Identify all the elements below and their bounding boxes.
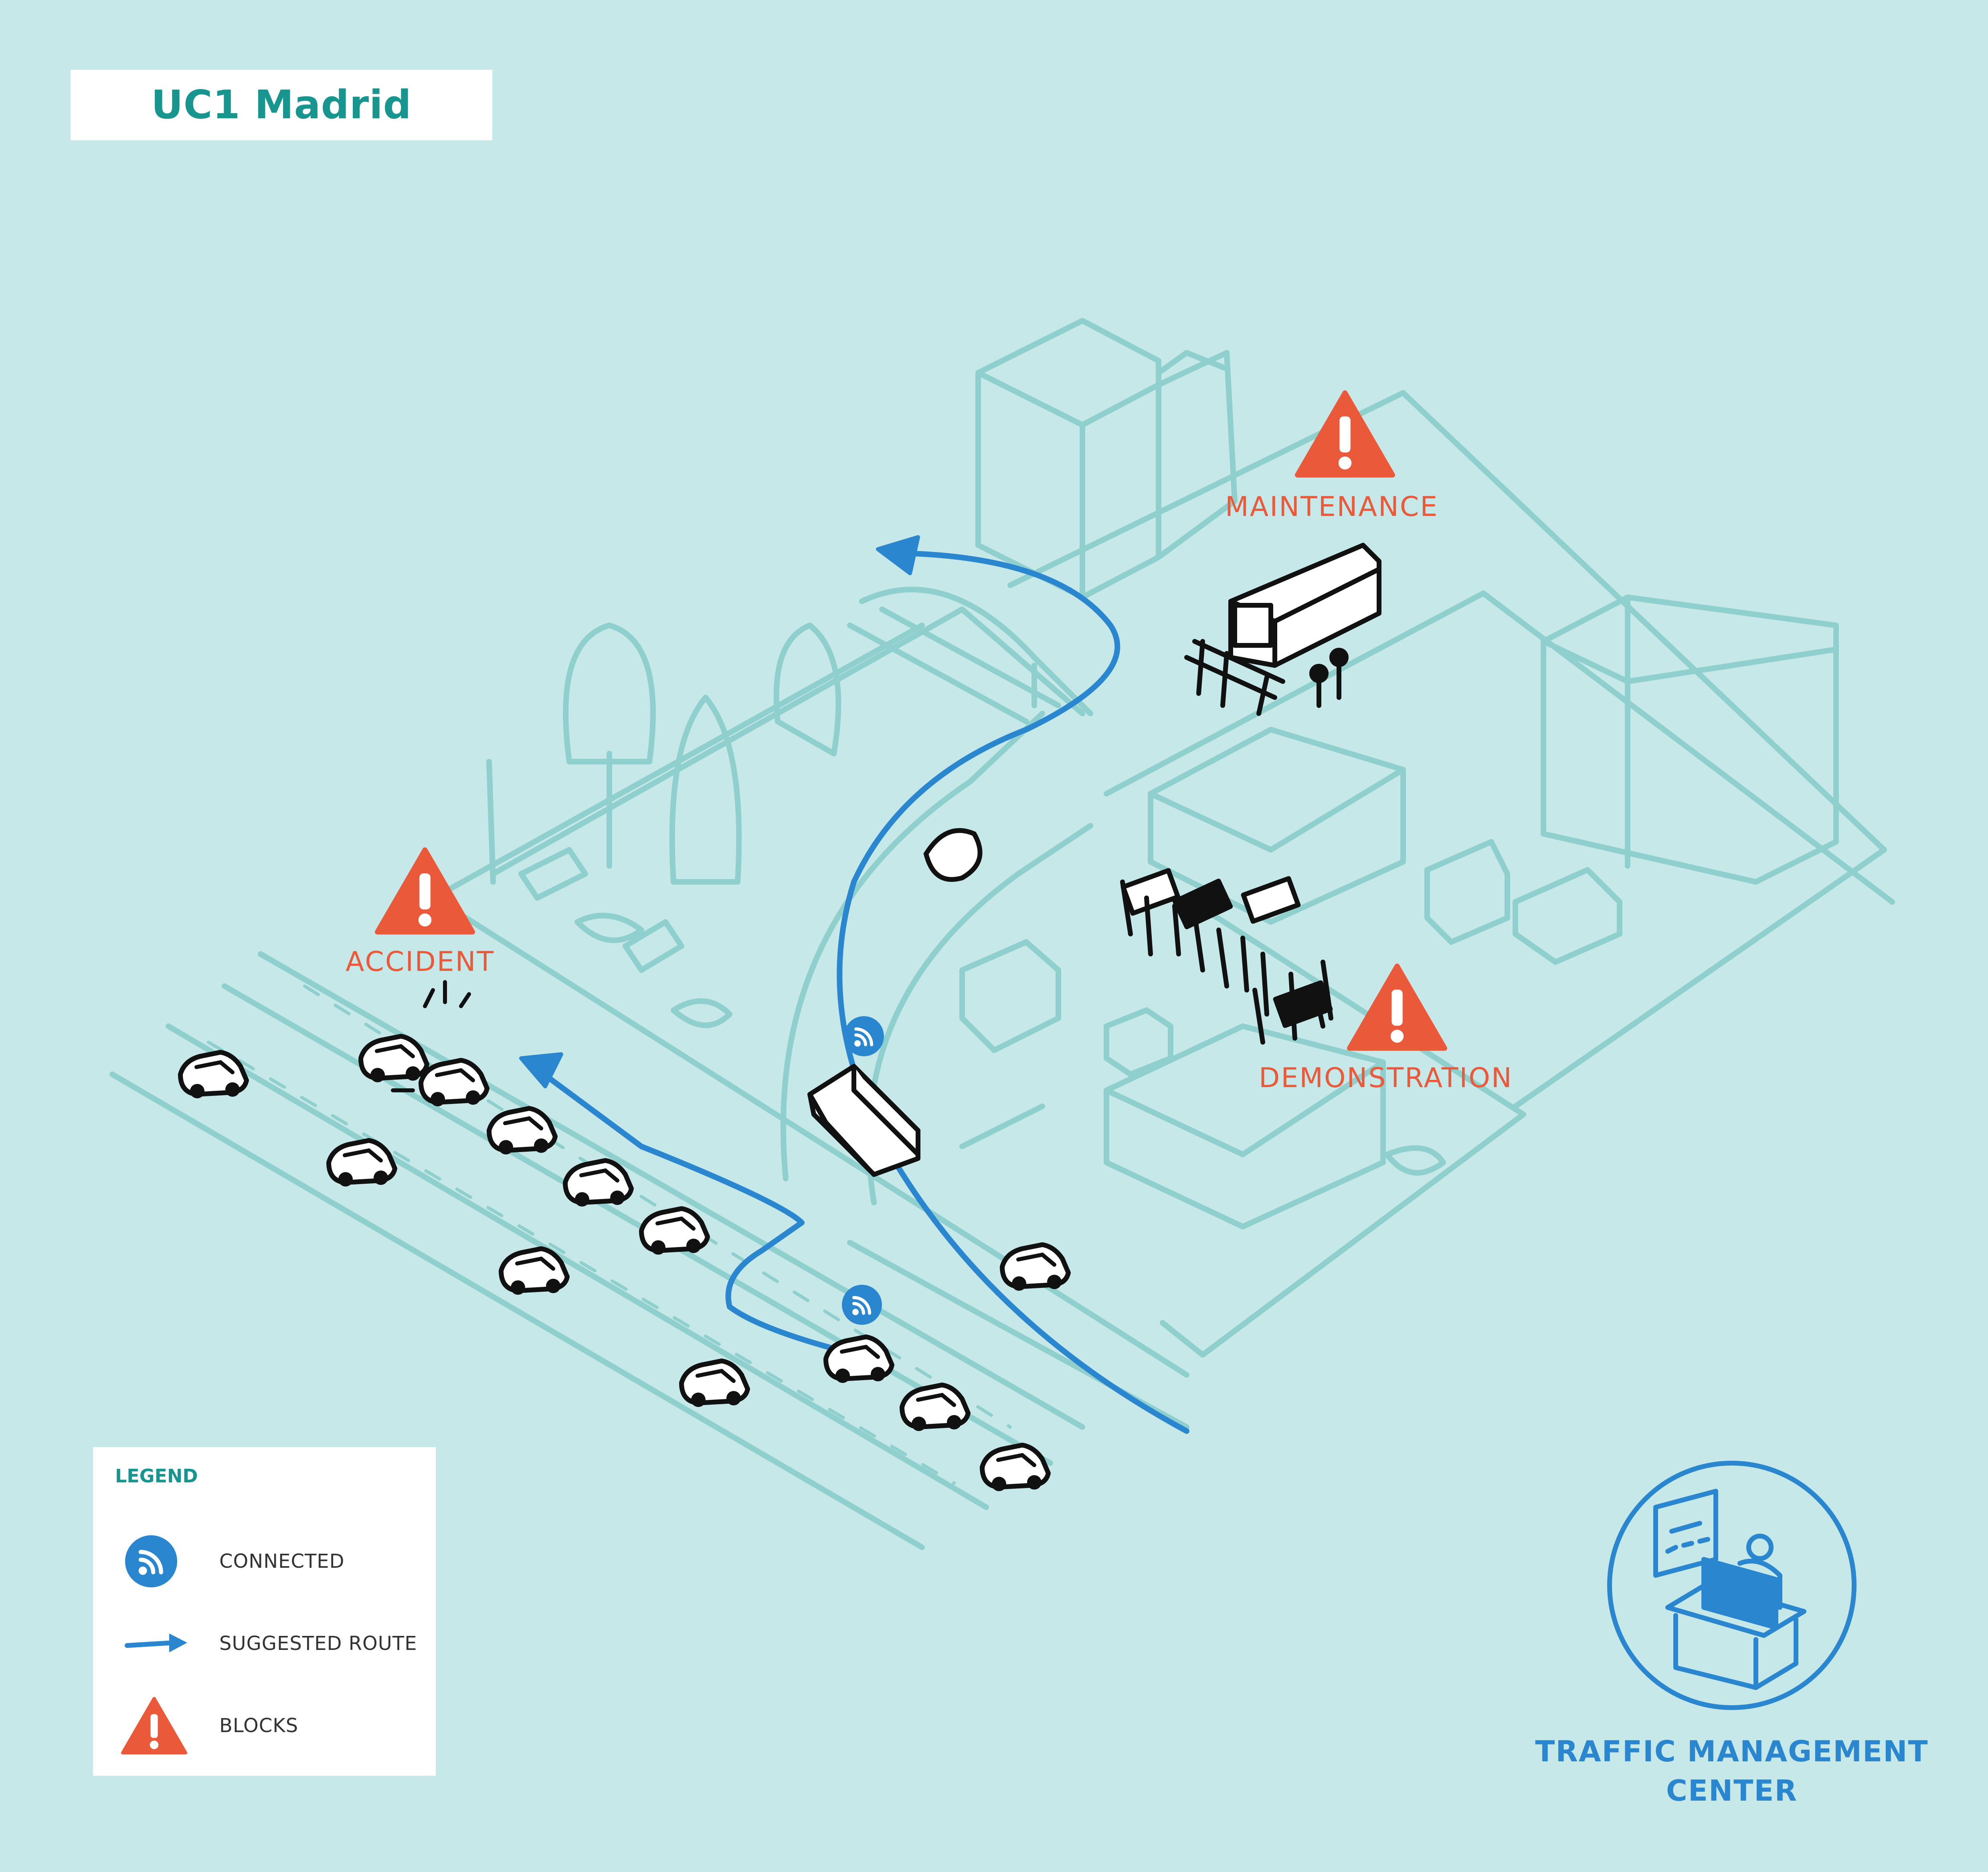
route-arrowhead-lower <box>519 1052 563 1088</box>
warning-icon <box>109 1694 189 1758</box>
warning-icon <box>377 850 473 932</box>
block-label-demonstration: DEMONSTRATION <box>1259 1062 1513 1094</box>
manhole-object <box>923 828 983 882</box>
page-title: UC1 Madrid <box>71 70 492 140</box>
legend-item-label: BLOCKS <box>219 1714 299 1737</box>
maintenance-truck <box>1184 543 1381 716</box>
legend-item-blocks: BLOCKS <box>109 1694 422 1758</box>
demonstration-crowd <box>1120 868 1333 1045</box>
block-label-maintenance: MAINTENANCE <box>1225 491 1439 523</box>
traffic-management-center-label: TRAFFIC MANAGEMENT CENTER <box>1515 1732 1948 1810</box>
legend-item-suggested-route: SUGGESTED ROUTE <box>109 1611 422 1676</box>
wifi-icon <box>109 1529 189 1593</box>
wifi-icon <box>844 1016 884 1056</box>
route-arrowhead-upper <box>876 535 920 575</box>
block-label-accident: ACCIDENT <box>346 946 495 978</box>
delivery-truck <box>807 1064 920 1177</box>
tmc-label-line1: TRAFFIC MANAGEMENT <box>1535 1735 1929 1768</box>
city-sketch <box>109 318 1895 1550</box>
suggested-route-lower <box>530 1063 861 1358</box>
suggested-routes <box>530 550 1189 1434</box>
crash-marks <box>391 980 471 1092</box>
suggested-route-upper <box>837 550 1189 1434</box>
traffic-management-center-icon <box>1607 1461 1857 1710</box>
legend-title: LEGEND <box>115 1465 198 1487</box>
legend: LEGEND CONNECTED SUGGESTED ROUTE BLOCKS <box>93 1447 436 1776</box>
route-arrow-icon <box>125 1633 187 1652</box>
legend-item-connected: CONNECTED <box>109 1529 422 1593</box>
wifi-icon <box>842 1285 882 1325</box>
legend-item-label: SUGGESTED ROUTE <box>219 1632 417 1655</box>
warning-icon <box>1349 966 1445 1048</box>
legend-item-label: CONNECTED <box>219 1550 345 1573</box>
tmc-label-line2: CENTER <box>1666 1774 1798 1807</box>
